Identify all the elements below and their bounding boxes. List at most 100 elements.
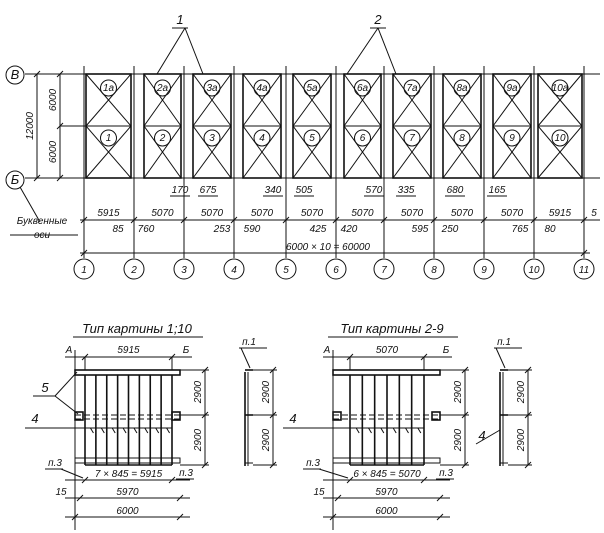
dimension-tick (56, 70, 64, 78)
dimension-tick (436, 513, 444, 521)
panel-mark-bubble (354, 79, 371, 97)
panel-mark-bubble (551, 129, 569, 147)
brace (442, 125, 482, 179)
axis-number: 7 (381, 265, 387, 276)
dimension-tick (176, 513, 184, 521)
panel-mark-top: 2а (156, 83, 169, 94)
dim-panel-width: 5070 (451, 208, 474, 219)
dim-height-total: 12000 (25, 112, 36, 140)
leader (54, 395, 79, 415)
brace (392, 73, 432, 127)
dimension-tick (329, 513, 337, 521)
dim-height-lower: 2900 (193, 428, 204, 452)
dim-height-upper: 2900 (193, 380, 204, 404)
axis-bubble-num (73, 258, 95, 280)
dim-offset-upper: 335 (398, 185, 415, 196)
dimension-tick (33, 70, 41, 78)
dimension-tick (76, 494, 84, 502)
axis-number: 11 (579, 265, 589, 276)
brace-tick (90, 427, 94, 434)
detail-title: Тип картины 2-9 (340, 321, 443, 336)
dim-total: 6000 × 10 = 60000 (286, 242, 370, 253)
dim-offset-lower: 760 (138, 224, 155, 235)
dim-offset-upper: 505 (296, 185, 313, 196)
panel-mark-bottom: 9 (509, 133, 515, 144)
leader (346, 27, 379, 75)
brace-tick (380, 427, 385, 434)
panel-mark-top: 10а (552, 83, 569, 94)
axis-number: 4 (231, 265, 237, 276)
dimension-tick (130, 216, 138, 224)
axis-letter: Б (11, 172, 20, 187)
dim-inner: 5970 (116, 487, 139, 498)
axis-number: 1 (81, 265, 87, 276)
brace (85, 73, 132, 127)
leader-label-1: 1 (176, 12, 183, 27)
bolt-label: 5 (41, 380, 49, 395)
leader (156, 27, 186, 75)
axis-bubble-num (573, 258, 595, 280)
brace-label: 4 (31, 411, 38, 426)
brace-tick (166, 427, 170, 434)
brace (537, 125, 583, 179)
dim-offset-lower: 590 (244, 224, 261, 235)
dim-end: 5 (591, 208, 597, 219)
panel-mark-bubble (403, 129, 421, 147)
brace (292, 125, 332, 179)
brace (343, 73, 382, 127)
side-brace-label: 4 (478, 428, 485, 443)
dim-panel-width: 5915 (97, 208, 120, 219)
dim-overall: 6000 (375, 506, 398, 517)
brace (392, 125, 432, 179)
panel-mark-top: 3а (206, 83, 218, 94)
brace-tick (133, 427, 138, 434)
note-p1: п.1 (497, 337, 511, 348)
dimension-tick (420, 476, 428, 484)
dimension-tick (430, 216, 438, 224)
brace (242, 125, 282, 179)
dim-offset-upper: 570 (366, 185, 383, 196)
leader (495, 347, 506, 369)
panel-mark-top: 6а (357, 83, 369, 94)
dim-offset-lower: 253 (213, 224, 231, 235)
top-rail (74, 369, 181, 376)
leader (377, 27, 397, 75)
dim-height-upper: 6000 (48, 88, 59, 111)
panel-mark-bubble (100, 129, 117, 147)
dim-offset: 15 (313, 487, 325, 498)
dim-panel-width: 5070 (151, 208, 174, 219)
panel-mark-bottom: 4 (259, 133, 265, 144)
axes-caption: оси (34, 230, 51, 241)
brace-tick (144, 427, 149, 434)
caption-leader (19, 186, 41, 223)
dim-panel-width: 5070 (351, 208, 374, 219)
panel-mark-bottom: 1 (106, 133, 112, 144)
brace-tick (155, 427, 160, 434)
dim-top: 5070 (376, 345, 399, 356)
axis-letter: В (11, 67, 20, 82)
dimension-tick (71, 513, 79, 521)
side-dim-lower: 2900 (516, 428, 527, 452)
dimension-tick (580, 216, 588, 224)
axis-bubble-num (423, 258, 445, 280)
brace (85, 125, 132, 179)
dim-bars: 7 × 845 = 5915 (95, 469, 163, 480)
leader (475, 429, 501, 445)
axis-bubble-num (373, 258, 395, 280)
panel-mark-bubble (503, 129, 521, 147)
dimension-tick (230, 216, 238, 224)
dimension-tick (480, 216, 488, 224)
brace (442, 73, 482, 127)
dim-offset-lower: 595 (412, 224, 429, 235)
dim-height-lower: 6000 (48, 140, 59, 163)
axes-caption: Буквенные (17, 216, 68, 227)
panel-mark-bubble (303, 79, 321, 97)
axis-number: 10 (528, 265, 540, 276)
dim-panel-width: 5070 (401, 208, 424, 219)
dim-offset-upper: 165 (489, 185, 506, 196)
brace (143, 125, 182, 179)
panel-mark-bottom: 3 (209, 133, 215, 144)
panel-mark-bottom: 10 (554, 133, 566, 144)
